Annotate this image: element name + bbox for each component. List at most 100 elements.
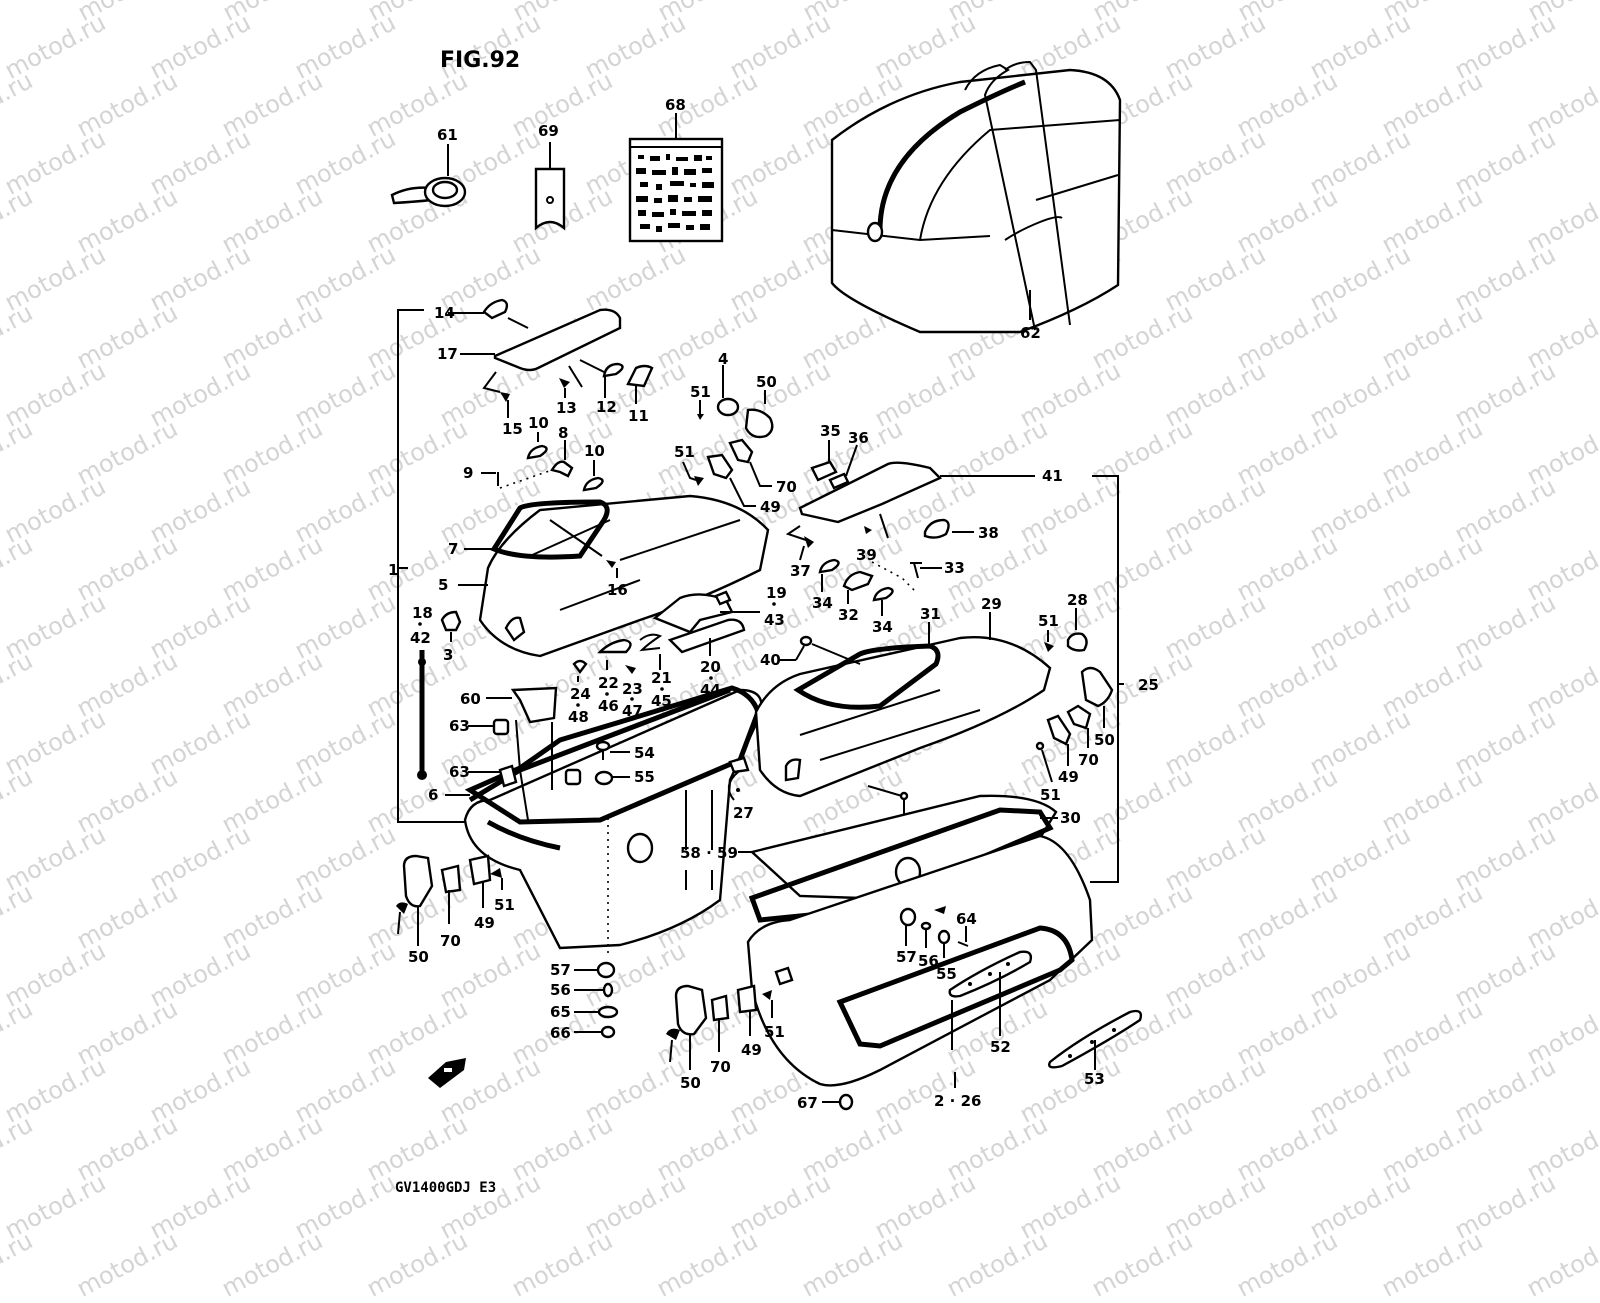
part-51-screw-right-upper[interactable] [1044, 630, 1054, 652]
part-51-screw-upper[interactable] [697, 400, 704, 420]
part-5-lid-left[interactable] [478, 494, 770, 658]
part-51-screw-center[interactable] [867, 785, 909, 816]
part-55-washer-center[interactable] [937, 929, 951, 958]
part-38-handle[interactable] [923, 518, 974, 539]
part-37-screw[interactable] [785, 525, 814, 561]
part-49-gasket-lower-center[interactable] [736, 984, 758, 1036]
part-13-clip[interactable] [559, 365, 583, 398]
watermark-text: motod.ru [1377, 1226, 1488, 1303]
part-21-45-spring[interactable] [639, 633, 663, 670]
part-22-46-bracket[interactable] [597, 638, 632, 670]
part-64-bolt[interactable] [934, 906, 969, 947]
part-33-pin[interactable] [871, 561, 942, 593]
part-4-lock-cylinder[interactable] [716, 365, 740, 417]
label-6: 6 [428, 786, 438, 804]
part-53-emblem[interactable] [1048, 1009, 1143, 1070]
part-57-grommet-lower[interactable] [574, 961, 616, 979]
label-12: 12 [596, 398, 617, 416]
part-41-lid-cover-right[interactable] [798, 461, 1119, 883]
label-3: 3 [443, 646, 453, 664]
part-18-42-lid-stay[interactable] [417, 650, 427, 780]
part-66-nut[interactable] [574, 1025, 616, 1039]
part-68-instruction-label[interactable] [628, 113, 724, 243]
part-50-lock-upper[interactable] [744, 390, 774, 439]
part-57-grommet-center[interactable] [899, 907, 917, 946]
label-28: 28 [1067, 591, 1088, 609]
part-61-key-ring[interactable] [390, 144, 467, 208]
part-50-lock-right[interactable] [1080, 666, 1114, 728]
part-60-hinge-cover[interactable] [486, 686, 558, 821]
label-42: 42 [410, 629, 431, 647]
part-50-lock-lower-left[interactable] [396, 854, 434, 946]
part-34-gasket-right[interactable] [872, 586, 894, 616]
part-34-gasket-left[interactable] [818, 558, 840, 592]
part-70-plate-lower-left[interactable] [440, 864, 462, 924]
part-62-travel-bag[interactable] [830, 60, 1122, 334]
part-55-washer-left[interactable] [564, 768, 630, 786]
part-52-emblem-on-case[interactable] [948, 950, 1033, 1036]
label-23: 23 [622, 680, 643, 698]
part-30-gasket-right[interactable] [748, 807, 1058, 923]
part-24-48-clip[interactable] [572, 659, 588, 682]
model-code: GV1400GDJ E3 [395, 1180, 496, 1196]
part-51-screw-lower-left[interactable] [490, 868, 503, 890]
part-49-gasket-right[interactable] [1046, 714, 1072, 766]
watermark-text: motod.ru [217, 1226, 328, 1303]
part-69-tag[interactable] [534, 142, 566, 231]
label-17: 17 [437, 345, 458, 363]
part-65-washer[interactable] [574, 1005, 619, 1019]
part-36-hinge-pin[interactable] [828, 444, 858, 490]
label-54: 54 [634, 744, 655, 762]
case-body-right[interactable] [746, 834, 1094, 1087]
part-67-plug[interactable] [822, 1093, 854, 1111]
part-17-lid-cover[interactable] [460, 308, 622, 372]
part-56-bushing-center[interactable] [920, 921, 932, 948]
part-51-screw-mid[interactable] [682, 461, 704, 486]
label-40: 40 [760, 651, 781, 669]
part-23-47-bolt[interactable] [625, 665, 636, 674]
part-14-hinge[interactable] [448, 298, 509, 320]
part-8-latch[interactable] [550, 440, 574, 478]
part-11-handle[interactable] [626, 364, 654, 404]
part-9-screw[interactable] [481, 469, 553, 489]
label-24: 24 [570, 685, 591, 703]
part-29-lid-right[interactable] [754, 612, 1052, 798]
part-49-gasket-lower-left[interactable] [468, 854, 492, 908]
part-70-plate-right[interactable] [1066, 704, 1092, 748]
part-3-cap[interactable] [440, 610, 462, 642]
part-63-hinge-upper[interactable] [468, 718, 510, 736]
part-50-lock-lower-center[interactable] [666, 984, 708, 1070]
label-70-right: 70 [1078, 751, 1099, 769]
part-31-gasket-right-lid[interactable] [793, 622, 941, 710]
label-15: 15 [502, 420, 523, 438]
part-27-key-cylinder[interactable] [727, 756, 750, 801]
part-10-gasket-left[interactable] [526, 432, 548, 460]
part-70-plate-upper[interactable] [728, 438, 772, 487]
part-16-screw[interactable] [606, 560, 618, 578]
label-10-right: 10 [584, 442, 605, 460]
part-12-gasket[interactable] [579, 359, 624, 398]
part-40-screw[interactable] [780, 635, 861, 665]
part-49-gasket-upper[interactable] [706, 453, 756, 507]
label-62: 62 [1020, 324, 1041, 342]
part-7-gasket-left-lid[interactable] [464, 499, 610, 560]
part-54-bolt[interactable] [595, 740, 630, 760]
part-70-plate-lower-center[interactable] [710, 994, 730, 1052]
part-51-screw-lower-center[interactable] [762, 990, 773, 1018]
part-56-bushing-lower[interactable] [574, 982, 614, 998]
part-32-latch[interactable] [842, 570, 874, 604]
part-63-hinge-lower[interactable] [468, 764, 518, 788]
part-35-hinge[interactable] [810, 440, 838, 482]
label-50-lower-left: 50 [408, 948, 429, 966]
label-66: 66 [550, 1024, 571, 1042]
label-68: 68 [665, 96, 686, 114]
part-15-screw[interactable] [482, 371, 510, 418]
part-39-clip[interactable] [864, 513, 889, 539]
part-10-gasket-right[interactable] [582, 460, 604, 492]
part-51-screw-right-lower[interactable] [1035, 741, 1053, 783]
part-19-43-stay-bracket[interactable] [652, 590, 760, 634]
watermark-text: motod.ru [797, 1226, 908, 1303]
part-28-lock[interactable] [1066, 608, 1088, 652]
part-20-44-stay-arm[interactable] [667, 618, 746, 656]
